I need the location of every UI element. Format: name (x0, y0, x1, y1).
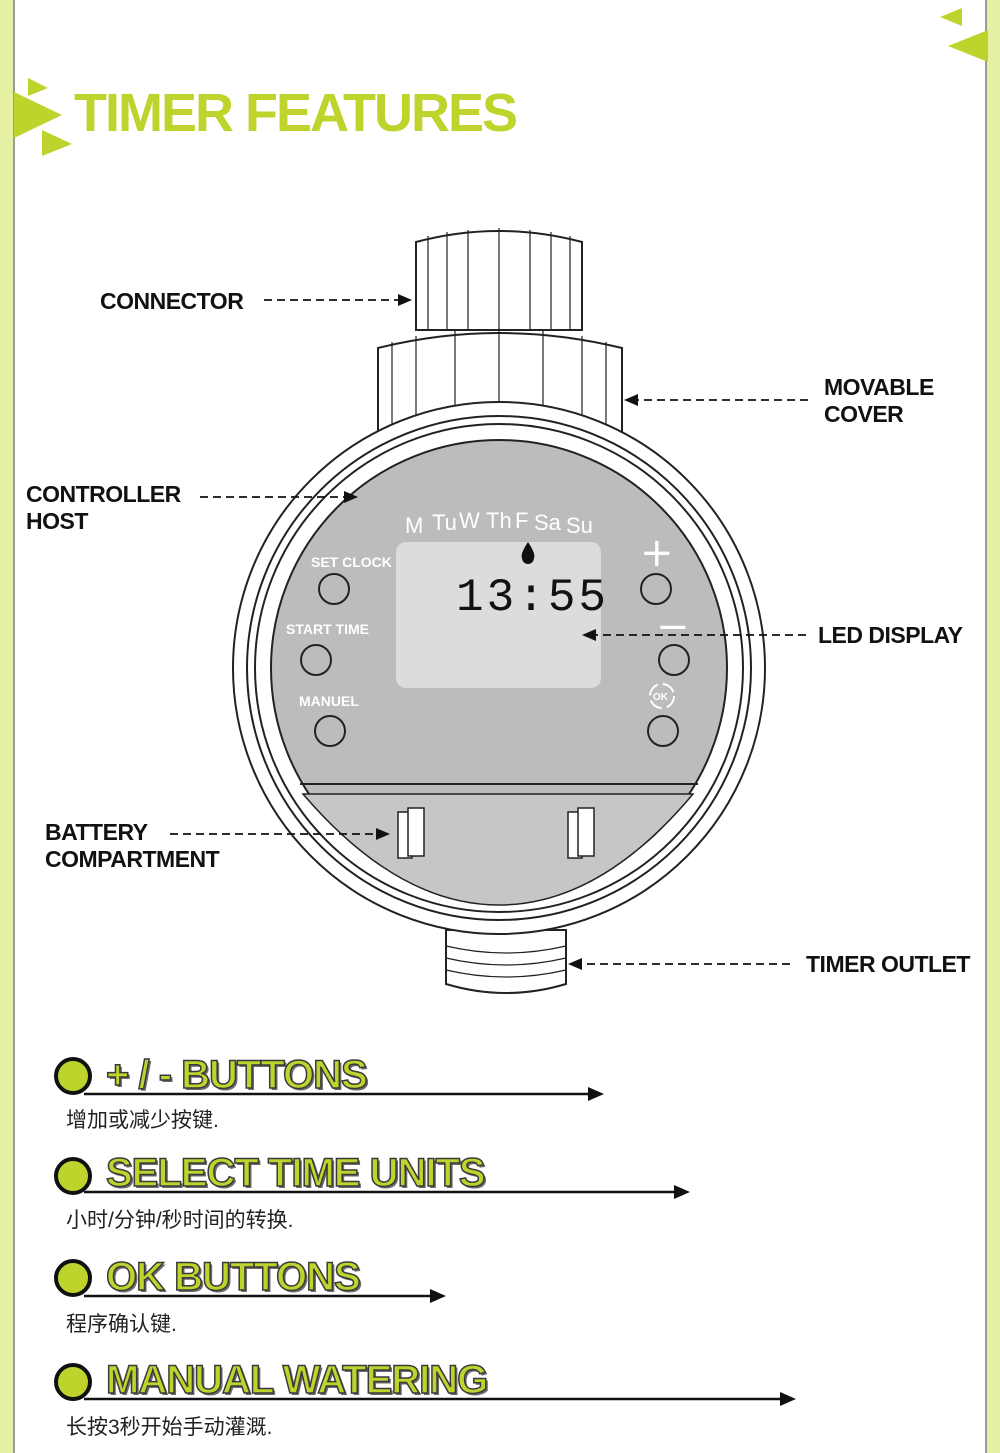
page-title: TIMER FEATURES (74, 83, 518, 143)
start-time-button[interactable] (300, 644, 332, 676)
minus-button[interactable] (658, 644, 690, 676)
callout-arrowheads (344, 294, 638, 970)
manuel-label: MANUEL (299, 693, 359, 709)
feature-description: 程序确认键. (66, 1313, 177, 1336)
clock-time: 13:55 (456, 572, 609, 624)
day-label: Th (486, 508, 512, 533)
feature-title: OK BUTTONS (105, 1255, 361, 1299)
minus-icon: − (656, 604, 690, 650)
day-label: M (405, 513, 423, 538)
set-clock-label: SET CLOCK (311, 554, 392, 570)
feature-arrowheads (430, 1087, 796, 1406)
feature-description: 小时/分钟/秒时间的转换. (66, 1209, 294, 1232)
svg-text:OK: OK (653, 692, 669, 703)
feature-title: + / - BUTTONS (105, 1053, 368, 1097)
connector-shape (415, 228, 583, 331)
ok-button[interactable] (647, 715, 679, 747)
day-label: Su (566, 513, 593, 538)
ok-cycle-icon: OK (649, 683, 675, 709)
movable-cover-label: MOVABLE COVER (824, 374, 934, 427)
feature-title: MANUAL WATERING (105, 1358, 489, 1402)
connector-label: CONNECTOR (100, 288, 244, 314)
start-time-label: START TIME (286, 621, 369, 637)
controller-host-label: CONTROLLER HOST (26, 481, 181, 534)
timer-outlet-shape (445, 929, 567, 994)
day-label: Tu (432, 510, 457, 535)
led-display-screen (396, 542, 601, 688)
water-drop-icon (521, 542, 535, 564)
battery-compartment-shape (300, 783, 698, 906)
timer-outlet-label: TIMER OUTLET (806, 951, 970, 977)
day-label: F (515, 508, 528, 533)
feature-underline-arrows (84, 1092, 784, 1401)
decorative-triangles (14, 8, 988, 156)
feature-bullets (54, 1057, 92, 1401)
day-label: W (459, 508, 480, 533)
feature-description: 长按3秒开始手动灌溉. (66, 1416, 273, 1439)
led-display-label: LED DISPLAY (818, 622, 963, 648)
plus-button[interactable] (640, 573, 672, 605)
day-label: Sa (534, 510, 562, 535)
callout-leader-lines (170, 299, 808, 965)
right-frame-line (985, 0, 987, 1453)
set-clock-button[interactable] (318, 573, 350, 605)
left-frame-line (13, 0, 15, 1453)
right-frame-border (987, 0, 1000, 1453)
feature-title: SELECT TIME UNITS (105, 1151, 486, 1195)
day-labels: M Tu W Th F Sa Su (405, 508, 593, 538)
feature-description: 增加或减少按键. (66, 1109, 219, 1132)
battery-compartment-label: BATTERY COMPARTMENT (45, 819, 220, 872)
left-frame-border (0, 0, 13, 1453)
plus-icon: + (640, 530, 674, 576)
manuel-button[interactable] (314, 715, 346, 747)
